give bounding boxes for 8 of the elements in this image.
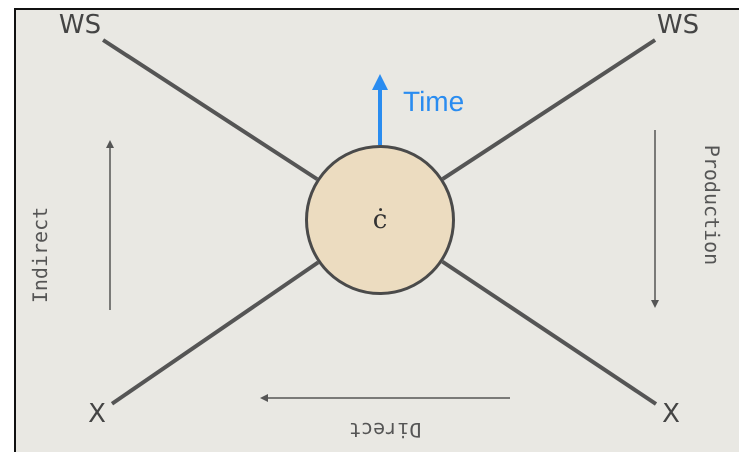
side-label: Direct (349, 418, 422, 442)
corner-label: X (656, 396, 686, 432)
side-label: Indirect (28, 206, 52, 304)
edge-label: Time (403, 86, 464, 118)
corner-label: X (82, 396, 112, 432)
corner-label: WS (52, 10, 108, 40)
corner-label: WS (650, 10, 706, 40)
side-label: Production (700, 144, 724, 266)
